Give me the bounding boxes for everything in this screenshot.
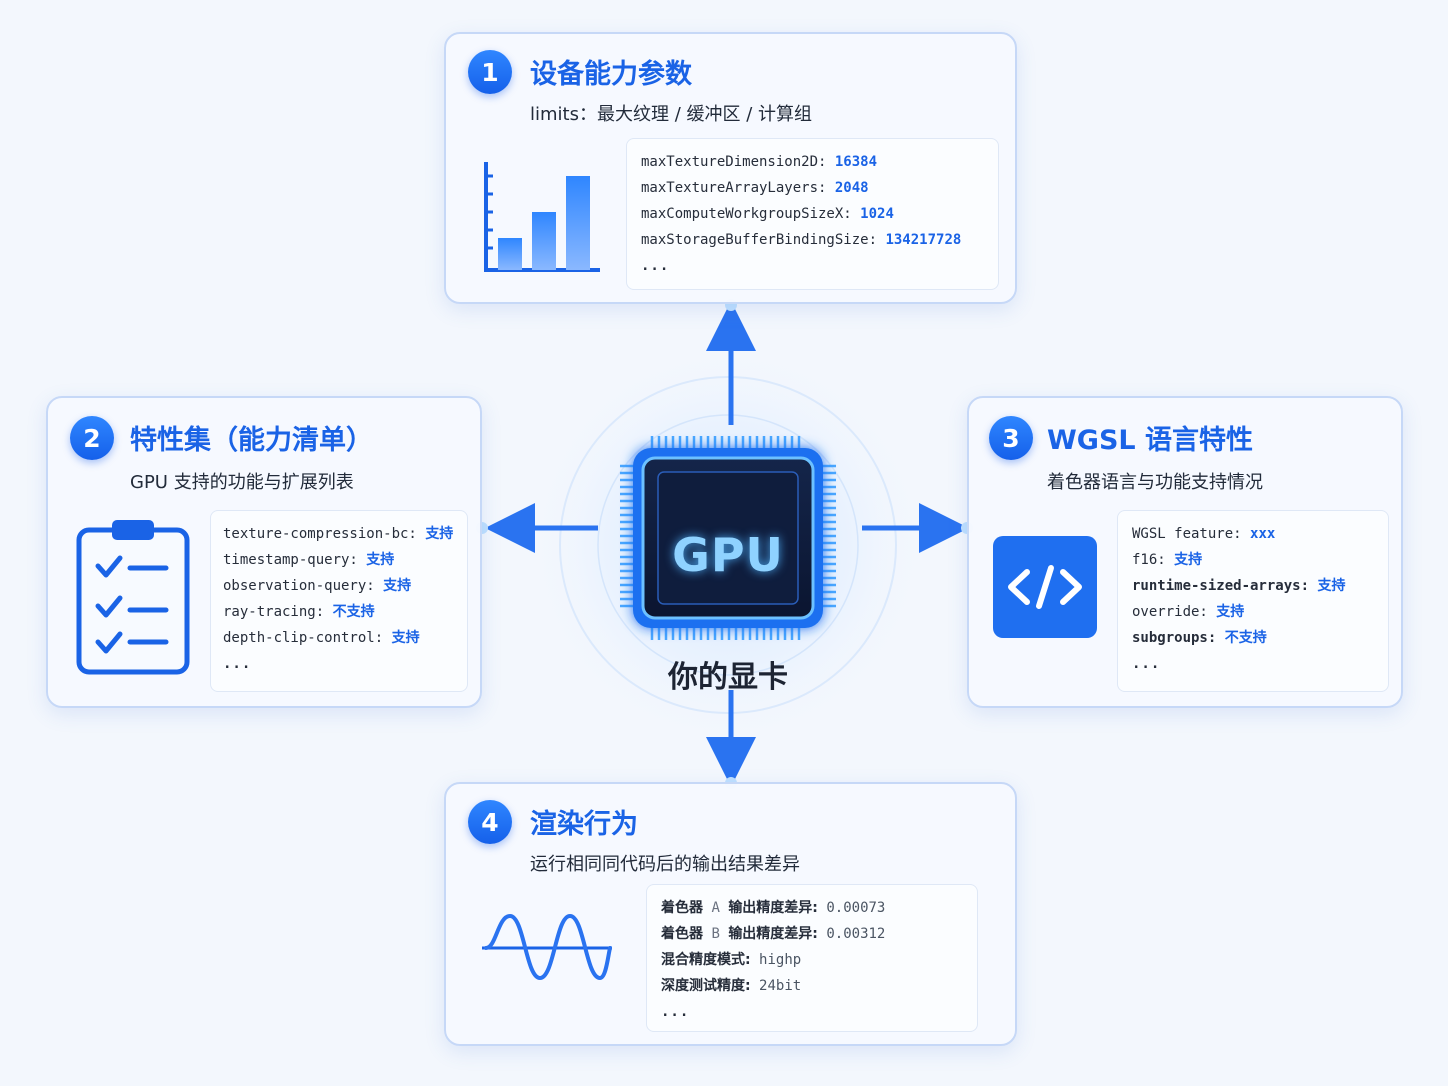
- feature-row: observation-query: 支持: [223, 578, 412, 594]
- bar-chart-icon: [484, 162, 600, 272]
- card-number-badge: 4: [468, 800, 512, 844]
- features-card: 2 特性集（能力清单） GPU 支持的功能与扩展列表 texture-compr…: [46, 396, 482, 708]
- feature-row: timestamp-query: 支持: [223, 552, 395, 568]
- more-ellipsis: ...: [661, 1004, 690, 1020]
- more-ellipsis: ...: [641, 258, 670, 274]
- render-row: 着色器 B 输出精度差异: 0.00312: [661, 926, 886, 942]
- card-title: WGSL 语言特性: [1047, 425, 1253, 456]
- card-number-badge: 3: [989, 416, 1033, 460]
- limit-row: maxTextureDimension2D: 16384: [641, 154, 878, 170]
- more-ellipsis: ...: [1132, 656, 1161, 672]
- gpu-chip: [560, 380, 900, 710]
- card-title: 渲染行为: [530, 809, 638, 840]
- feature-row: depth-clip-control: 支持: [223, 630, 420, 646]
- chip-pins: [620, 436, 836, 640]
- wgsl-card: 3 WGSL 语言特性 着色器语言与功能支持情况 WGSL feature: x…: [967, 396, 1403, 708]
- limits-card: 1 设备能力参数 limits：最大纹理 / 缓冲区 / 计算组 maxText…: [444, 32, 1017, 304]
- wgsl-values-panel: WGSL feature: xxx f16: 支持 runtime-sized-…: [1117, 510, 1389, 692]
- wgsl-row: f16: 支持: [1132, 552, 1203, 568]
- render-row: 混合精度模式: highp: [661, 952, 802, 968]
- center-ring: [559, 376, 897, 714]
- card-number-badge: 1: [468, 50, 512, 94]
- wgsl-row: runtime-sized-arrays: 支持: [1132, 578, 1346, 594]
- gpu-chip-icon: [620, 436, 836, 640]
- waveform-icon: [482, 913, 612, 981]
- feature-row: texture-compression-bc: 支持: [223, 526, 454, 542]
- card-subtitle: limits：最大纹理 / 缓冲区 / 计算组: [530, 104, 812, 125]
- limits-values-panel: maxTextureDimension2D: 16384 maxTextureA…: [626, 138, 999, 290]
- card-subtitle: GPU 支持的功能与扩展列表: [130, 472, 354, 493]
- card-number-badge: 2: [70, 416, 114, 460]
- features-values-panel: texture-compression-bc: 支持 timestamp-que…: [210, 510, 468, 692]
- chip-die: [657, 471, 799, 605]
- wgsl-row: override: 支持: [1132, 604, 1245, 620]
- wgsl-row: subgroups: 不支持: [1132, 630, 1267, 646]
- more-ellipsis: ...: [223, 656, 252, 672]
- render-row: 着色器 A 输出精度差异: 0.00073: [661, 900, 886, 916]
- wgsl-row: WGSL feature: xxx: [1132, 526, 1276, 542]
- gpu-chip-label: GPU: [672, 528, 784, 582]
- feature-row: ray-tracing: 不支持: [223, 604, 375, 620]
- card-subtitle: 运行相同同代码后的输出结果差异: [530, 854, 800, 875]
- limit-row: maxComputeWorkgroupSizeX: 1024: [641, 206, 894, 222]
- render-row: 深度测试精度: 24bit: [661, 978, 802, 994]
- render-card: 4 渲染行为 运行相同同代码后的输出结果差异 着色器 A 输出精度差异: 0.0…: [444, 782, 1017, 1046]
- card-subtitle: 着色器语言与功能支持情况: [1047, 472, 1263, 493]
- render-values-panel: 着色器 A 输出精度差异: 0.00073 着色器 B 输出精度差异: 0.00…: [646, 884, 978, 1032]
- center-ring-inner: [597, 414, 859, 676]
- gpu-caption: 你的显卡: [668, 660, 788, 695]
- limit-row: maxStorageBufferBindingSize: 134217728: [641, 232, 962, 248]
- card-title: 设备能力参数: [530, 59, 692, 90]
- card-title: 特性集（能力清单）: [130, 425, 373, 456]
- code-icon: [993, 536, 1097, 638]
- clipboard-checklist-icon: [76, 520, 190, 675]
- limit-row: maxTextureArrayLayers: 2048: [641, 180, 869, 196]
